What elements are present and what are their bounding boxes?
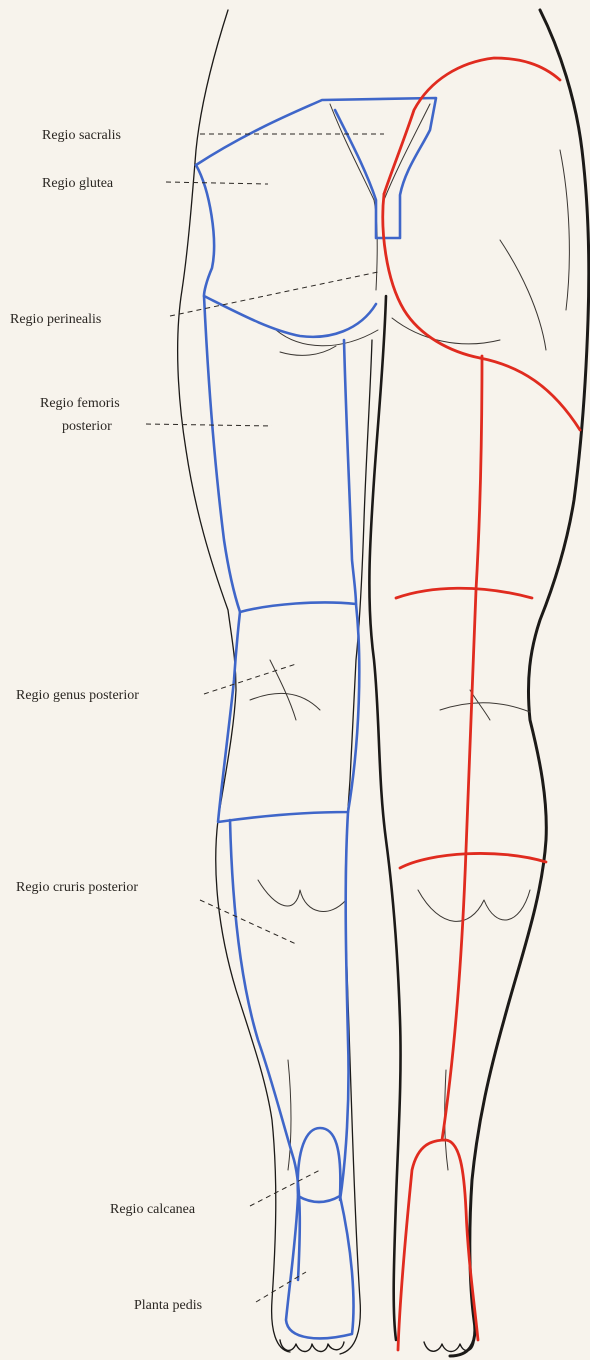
sacral-region-outline	[196, 98, 436, 238]
left-leg-inner-contour	[340, 340, 372, 1354]
right-heel-sole	[398, 1140, 478, 1350]
right-buttock-crease	[500, 240, 546, 350]
sacral-crease-left	[330, 104, 377, 290]
label-posterior: posterior	[62, 419, 112, 434]
right-gluteal-outline	[384, 58, 560, 194]
right-gluteal-fold	[392, 318, 500, 344]
cruris-region-left-border	[230, 820, 300, 1280]
left-achilles	[288, 1060, 291, 1170]
leader-planta	[256, 1272, 306, 1302]
right-lateral-thigh	[480, 358, 580, 430]
left-calf-curve	[258, 880, 346, 911]
right-regions-red	[383, 58, 580, 1350]
planta-region-outline	[286, 1196, 354, 1338]
right-knee-lower	[400, 853, 546, 868]
leader-perinealis	[170, 272, 378, 316]
leader-glutea	[166, 182, 268, 184]
label-regio-femoris: Regio femoris	[40, 396, 120, 411]
gluteal-region-outline	[196, 165, 376, 337]
left-knee-detail	[270, 660, 296, 720]
right-leg-inner-contour	[369, 296, 400, 1340]
label-regio-perinealis: Regio perinealis	[10, 312, 101, 327]
left-knee-crease	[250, 693, 320, 710]
right-midline	[442, 356, 482, 1140]
left-toes	[280, 1340, 344, 1352]
right-gluteal-medial	[383, 194, 480, 358]
label-regio-cruris-posterior: Regio cruris posterior	[16, 880, 138, 895]
leader-cruris	[200, 900, 296, 944]
cruris-region-right-border	[340, 812, 349, 1200]
leader-genus	[204, 664, 296, 694]
labels: Regio sacralis Regio glutea Regio perine…	[10, 128, 202, 1313]
label-regio-glutea: Regio glutea	[42, 176, 114, 191]
label-regio-sacralis: Regio sacralis	[42, 128, 121, 143]
right-knee-upper	[396, 588, 532, 598]
label-planta-pedis: Planta pedis	[134, 1298, 202, 1313]
calcanea-region-outline	[298, 1128, 341, 1202]
left-regions-blue	[196, 98, 436, 1338]
leader-femoris	[146, 424, 272, 426]
sacral-crease-right	[384, 104, 430, 200]
right-knee-crease	[440, 703, 530, 712]
label-regio-genus-posterior: Regio genus posterior	[16, 688, 139, 703]
left-gluteal-fold-lower	[280, 346, 336, 355]
thigh-region-left-border	[204, 296, 240, 612]
right-buttock-line	[560, 150, 569, 310]
right-toes	[424, 1342, 474, 1352]
left-gluteal-fold	[276, 330, 378, 346]
knee-region-outline	[218, 602, 359, 822]
thigh-region-right-border	[344, 340, 356, 604]
label-regio-calcanea: Regio calcanea	[110, 1202, 196, 1217]
right-calf-curve	[418, 890, 530, 921]
